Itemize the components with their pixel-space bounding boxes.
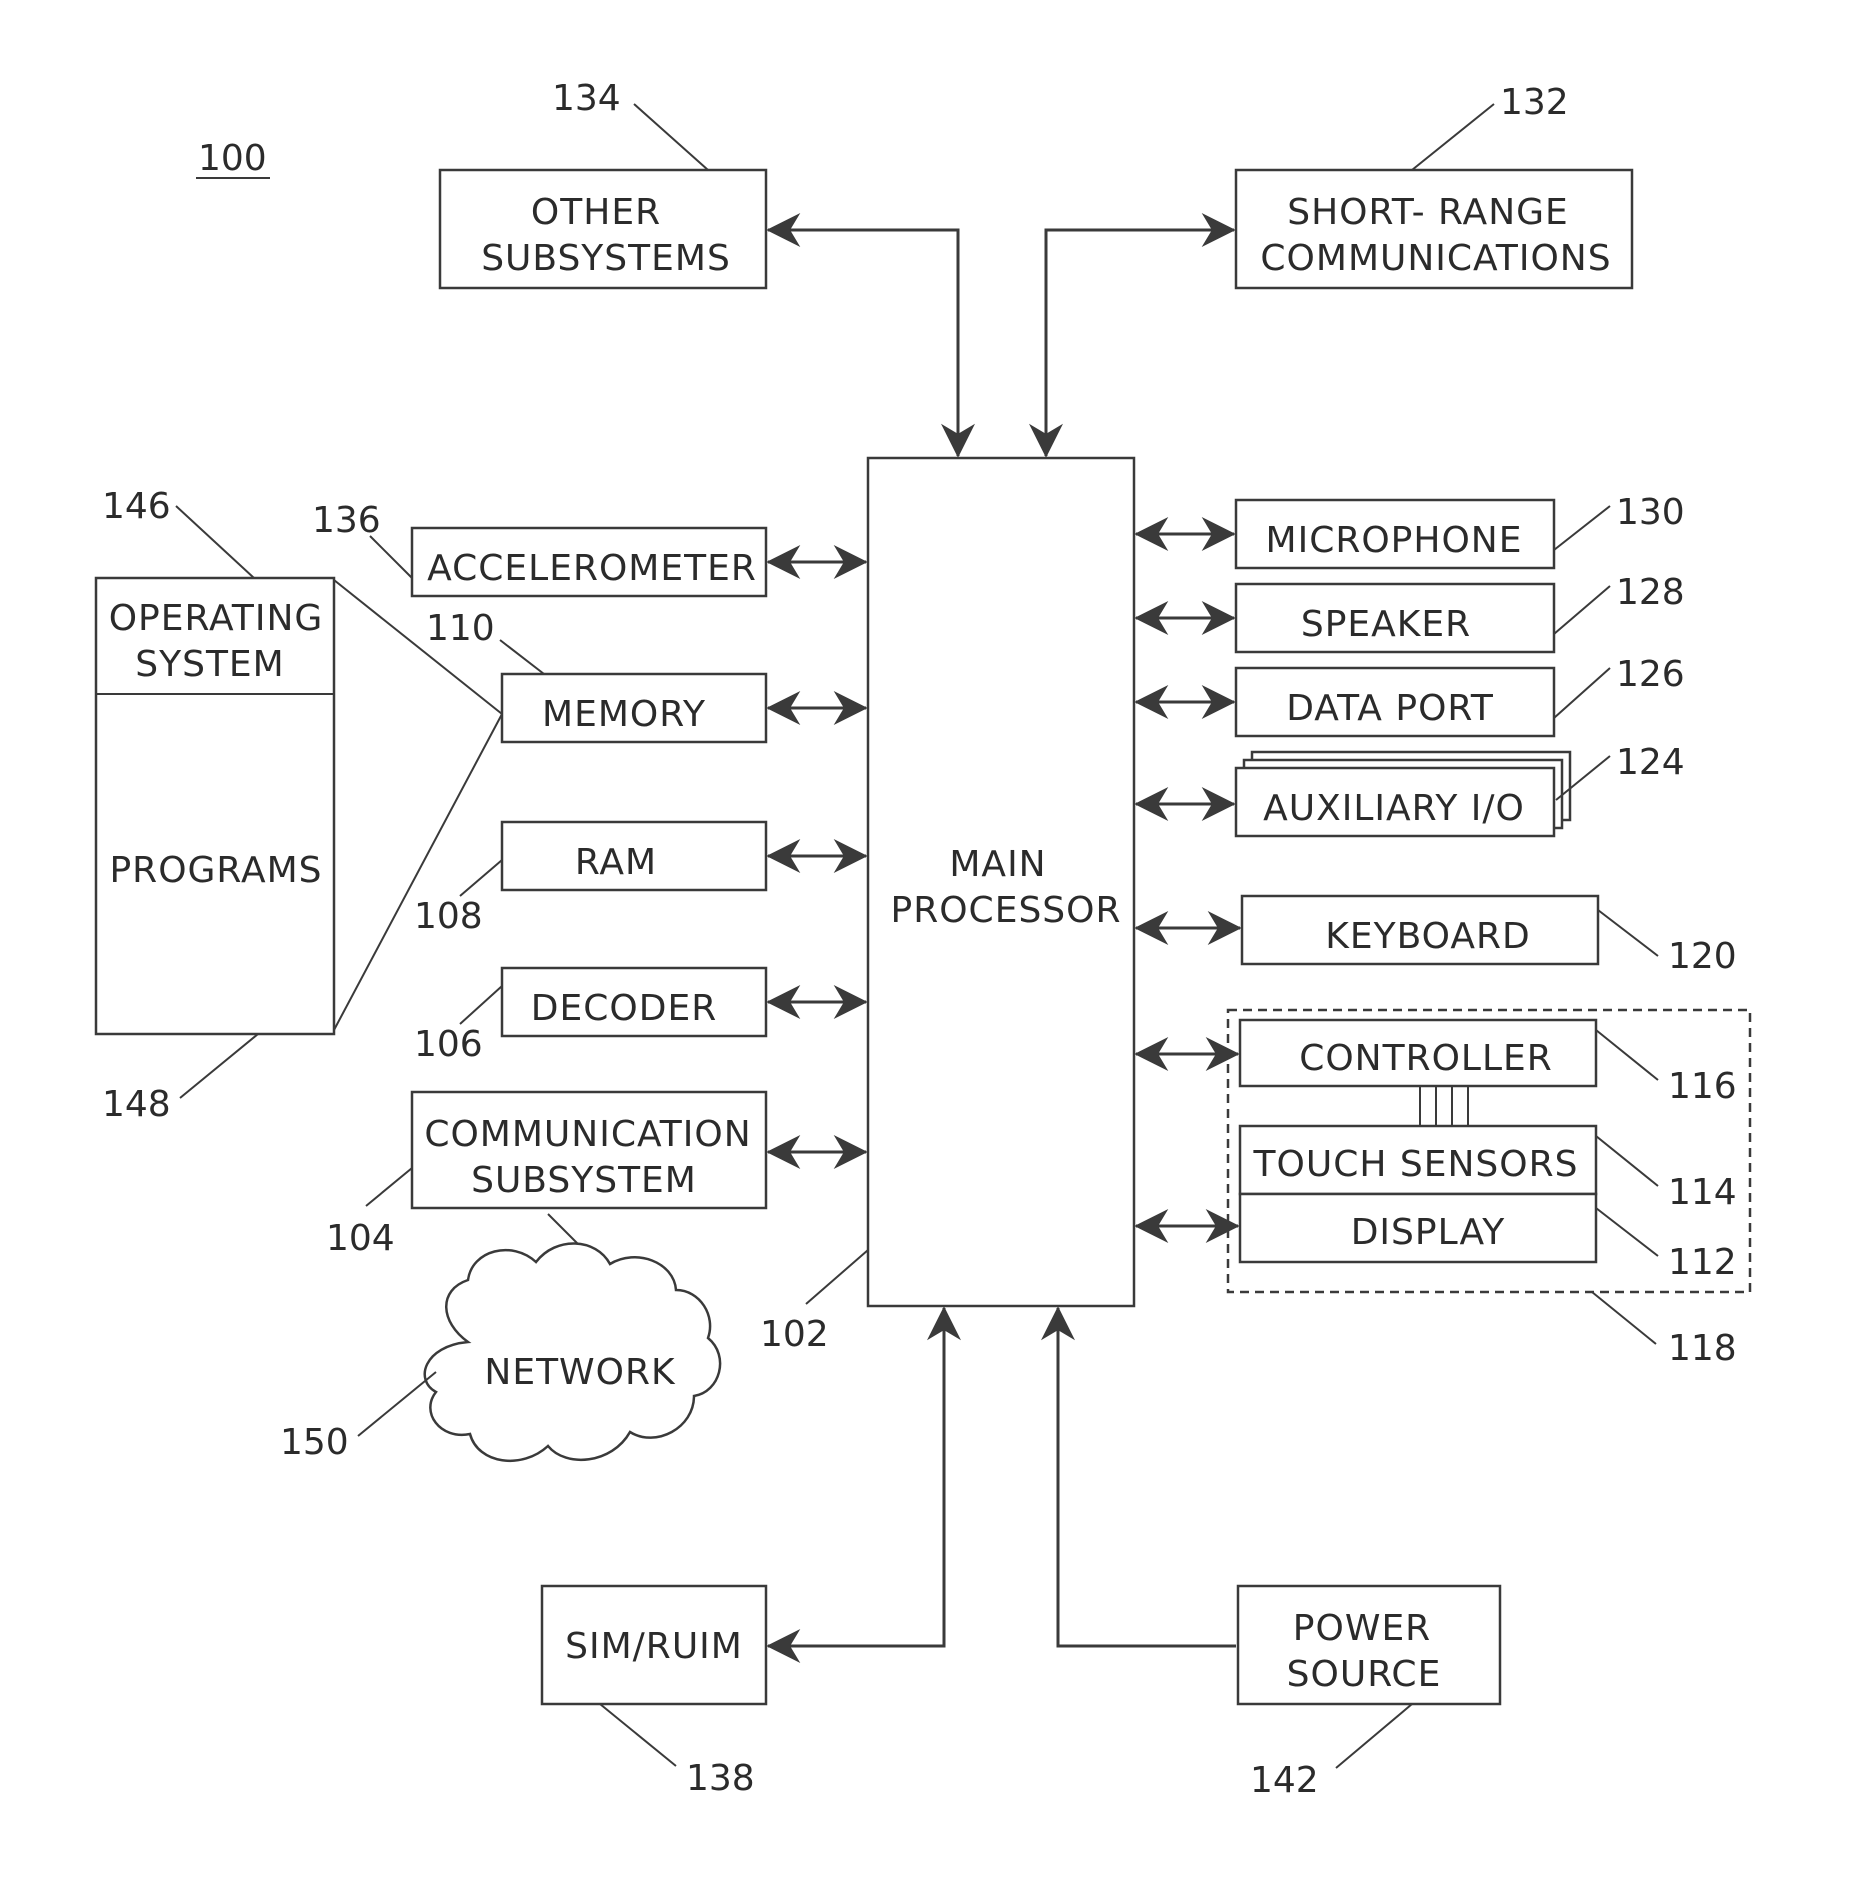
short-range-label-line2: COMMUNICATIONS (1260, 238, 1611, 279)
decoder-block: DECODER 106 (414, 968, 866, 1065)
memory-leader (500, 640, 544, 674)
sim-ruim-connector (768, 1308, 944, 1646)
other-subsystems-block: OTHER SUBSYSTEMS 134 (440, 78, 958, 456)
accelerometer-block: ACCELEROMETER 136 (312, 500, 866, 596)
touch-display-group-leader (1592, 1292, 1656, 1344)
display-leader (1596, 1208, 1658, 1256)
decoder-label: DECODER (531, 988, 717, 1029)
main-processor-block: MAIN PROCESSOR 102 (760, 458, 1134, 1355)
power-source-connector (1058, 1308, 1236, 1646)
decoder-ref: 106 (414, 1024, 483, 1065)
auxiliary-io-block: AUXILIARY I/O 124 (1136, 742, 1685, 836)
data-port-label: DATA PORT (1286, 688, 1494, 729)
network-label: NETWORK (484, 1352, 676, 1393)
keyboard-ref: 120 (1668, 936, 1737, 977)
data-port-block: DATA PORT 126 (1136, 654, 1685, 736)
controller-leader (1596, 1030, 1658, 1080)
speaker-ref: 128 (1616, 572, 1685, 613)
power-source-label-line2: SOURCE (1287, 1654, 1442, 1695)
communication-subsystem-leader (366, 1168, 412, 1206)
microphone-block: MICROPHONE 130 (1136, 492, 1685, 568)
accelerometer-label: ACCELEROMETER (427, 548, 757, 589)
communication-subsystem-ref: 104 (326, 1218, 395, 1259)
other-subsystems-label-line1: OTHER (531, 192, 661, 233)
network-leader (358, 1372, 436, 1436)
ram-block: RAM 108 (414, 822, 866, 937)
other-subsystems-leader (634, 104, 708, 170)
data-port-leader (1554, 668, 1610, 718)
microphone-ref: 130 (1616, 492, 1685, 533)
touch-display-group-ref: 118 (1668, 1328, 1737, 1369)
controller-touch-sensors-bus (1420, 1086, 1468, 1126)
other-subsystems-label-line2: SUBSYSTEMS (481, 238, 731, 279)
short-range-ref: 132 (1500, 82, 1569, 123)
sim-ruim-ref: 138 (686, 1758, 755, 1799)
other-subsystems-connector (768, 230, 958, 456)
touch-sensors-leader (1596, 1136, 1658, 1186)
power-source-block: POWER SOURCE 142 (1058, 1308, 1500, 1801)
main-processor-leader (806, 1250, 868, 1304)
power-source-leader (1336, 1704, 1412, 1768)
network-block: NETWORK 150 (280, 1243, 720, 1463)
display-ref: 112 (1668, 1242, 1737, 1283)
decoder-leader (460, 986, 502, 1024)
keyboard-label: KEYBOARD (1325, 916, 1530, 957)
touch-display-group: 118 CONTROLLER 116 TOUCH SENSORS 114 DIS… (1136, 1010, 1750, 1369)
main-processor-label-line2: PROCESSOR (891, 890, 1122, 931)
programs-ref: 148 (102, 1084, 171, 1125)
touch-sensors-ref: 114 (1668, 1172, 1737, 1213)
display-label: DISPLAY (1351, 1212, 1506, 1253)
other-subsystems-ref: 134 (552, 78, 621, 119)
power-source-ref: 142 (1250, 1760, 1319, 1801)
keyboard-block: KEYBOARD 120 (1136, 896, 1737, 977)
ram-ref: 108 (414, 896, 483, 937)
main-processor-ref: 102 (760, 1314, 829, 1355)
short-range-communications-block: SHORT- RANGE COMMUNICATIONS 132 (1046, 82, 1632, 456)
figure-reference: 100 (196, 138, 270, 179)
memory-label: MEMORY (542, 694, 706, 735)
data-port-ref: 126 (1616, 654, 1685, 695)
short-range-label-line1: SHORT- RANGE (1287, 192, 1569, 233)
short-range-leader (1412, 104, 1494, 170)
ram-leader (460, 860, 502, 896)
ram-label: RAM (575, 842, 657, 883)
auxiliary-io-ref: 124 (1616, 742, 1685, 783)
accelerometer-leader (370, 536, 412, 578)
touch-sensors-label: TOUCH SENSORS (1253, 1144, 1579, 1185)
memory-expansion-line-bottom (334, 714, 502, 1030)
speaker-label: SPEAKER (1301, 604, 1471, 645)
controller-label: CONTROLLER (1299, 1038, 1553, 1079)
microphone-label: MICROPHONE (1266, 520, 1523, 561)
controller-ref: 116 (1668, 1066, 1737, 1107)
short-range-connector (1046, 230, 1234, 456)
accelerometer-ref: 136 (312, 500, 381, 541)
main-processor-label-line1: MAIN (949, 844, 1046, 885)
memory-block: MEMORY 110 (426, 608, 866, 742)
memory-ref: 110 (426, 608, 495, 649)
communication-subsystem-label-line2: SUBSYSTEM (471, 1160, 697, 1201)
keyboard-leader (1598, 910, 1658, 956)
sim-ruim-leader (600, 1704, 676, 1766)
network-ref: 150 (280, 1422, 349, 1463)
operating-system-label-line2: SYSTEM (135, 644, 285, 685)
communication-subsystem-label-line1: COMMUNICATION (424, 1114, 751, 1155)
speaker-block: SPEAKER 128 (1136, 572, 1685, 652)
sim-ruim-label: SIM/RUIM (565, 1626, 743, 1667)
speaker-leader (1554, 586, 1610, 634)
programs-label: PROGRAMS (109, 850, 322, 891)
microphone-leader (1554, 506, 1610, 550)
operating-system-label-line1: OPERATING (109, 598, 324, 639)
auxiliary-io-label: AUXILIARY I/O (1263, 788, 1525, 829)
operating-system-leader (176, 506, 254, 578)
operating-system-ref: 146 (102, 486, 171, 527)
power-source-label-line1: POWER (1293, 1608, 1431, 1649)
programs-leader (180, 1034, 258, 1098)
figure-ref-number: 100 (198, 138, 267, 179)
